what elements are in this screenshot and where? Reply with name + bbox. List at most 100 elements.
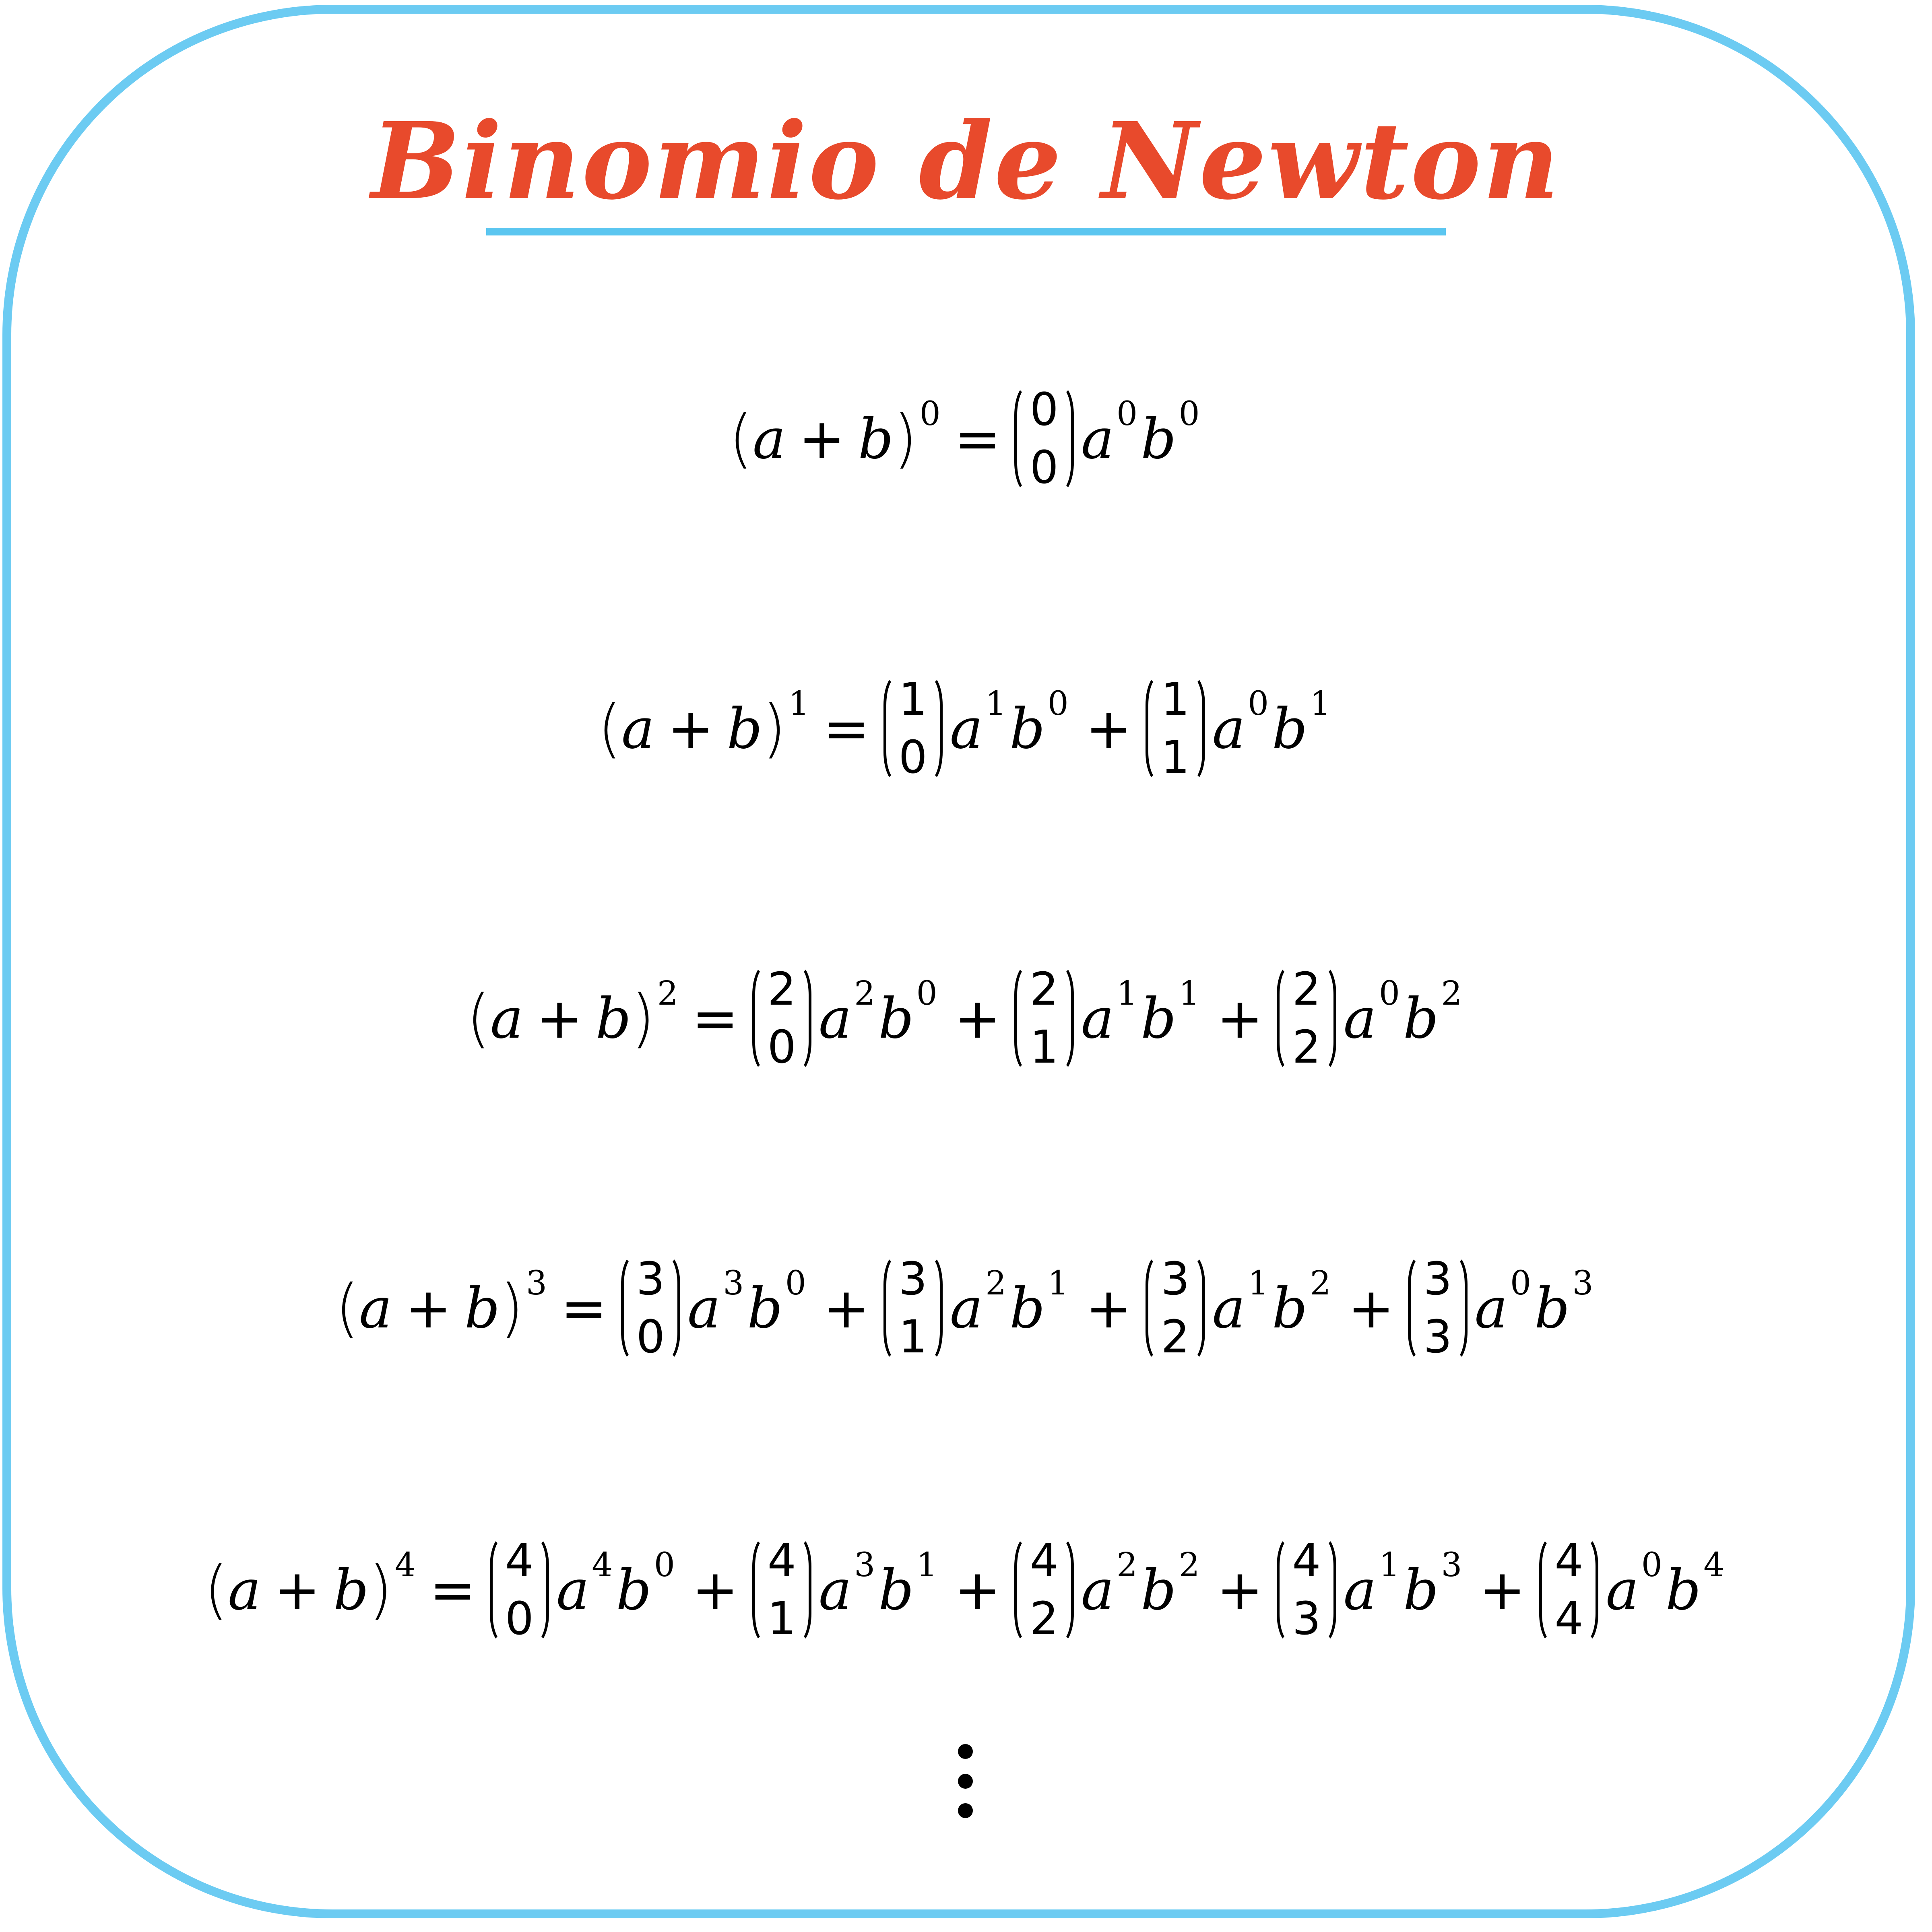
variable-b: b xyxy=(1403,1557,1439,1622)
b-exponent: 1 xyxy=(1047,1264,1069,1302)
equation-lhs: (a+b)2 xyxy=(466,974,678,1055)
binomial-n: 3 xyxy=(1423,1253,1452,1305)
title-underline xyxy=(486,228,1446,235)
variable-b: b xyxy=(1403,986,1439,1051)
close-paren: ) xyxy=(369,1553,392,1627)
variable-a: a xyxy=(1212,1276,1245,1341)
binomial-left-paren xyxy=(1277,1536,1290,1644)
binomial-left-paren xyxy=(883,674,897,783)
equals-sign: = xyxy=(429,1557,476,1622)
variable-a: a xyxy=(1212,696,1245,761)
equals-sign: = xyxy=(954,406,1001,471)
a-exponent: 1 xyxy=(1379,1546,1400,1584)
plus-sign: + xyxy=(799,406,845,471)
variable-b: b xyxy=(464,1276,500,1341)
b-exponent: 2 xyxy=(1179,1546,1200,1584)
vertical-ellipsis-icon xyxy=(958,1744,973,1818)
b-exponent: 0 xyxy=(654,1546,675,1584)
equation-lhs: (a+b)0 xyxy=(729,395,941,476)
power-exponent: 3 xyxy=(526,1264,547,1302)
binomial-k: 0 xyxy=(505,1593,534,1645)
binomial-n: 3 xyxy=(898,1253,927,1305)
binomial-right-paren xyxy=(1060,964,1074,1073)
plus-sign: + xyxy=(667,696,714,761)
variable-a: a xyxy=(490,986,524,1051)
binomial-left-paren xyxy=(883,1254,897,1362)
binomial-n: 4 xyxy=(1030,1535,1059,1587)
equation-lhs: (a+b)3 xyxy=(336,1264,547,1341)
binomial-left-paren xyxy=(1146,674,1159,783)
binomial-left-paren xyxy=(752,964,766,1073)
binomial-n: 0 xyxy=(1030,384,1059,436)
binomial-left-paren xyxy=(1014,384,1028,493)
a-exponent: 1 xyxy=(985,684,1007,723)
plus-sign: + xyxy=(274,1557,321,1622)
binomial-left-paren xyxy=(752,1536,766,1644)
rounded-frame xyxy=(2,5,1915,1918)
binomial-right-paren xyxy=(667,1254,680,1362)
variable-b: b xyxy=(1665,1557,1701,1622)
plus-sign: + xyxy=(1085,696,1132,761)
binomial-right-paren xyxy=(1060,1536,1074,1644)
a-exponent: 2 xyxy=(1117,1546,1138,1584)
binomial-n: 2 xyxy=(1292,963,1321,1016)
equation-lhs: (a+b)1 xyxy=(598,685,809,761)
binomial-k: 0 xyxy=(767,1021,796,1073)
binomial-right-paren xyxy=(1191,674,1205,783)
variable-b: b xyxy=(595,986,632,1051)
equals-sign: = xyxy=(561,1276,607,1341)
binomial-left-paren xyxy=(1408,1254,1422,1362)
b-exponent: 0 xyxy=(916,974,937,1013)
plus-sign: + xyxy=(1348,1276,1395,1341)
b-exponent: 3 xyxy=(1572,1264,1593,1302)
variable-a: a xyxy=(621,696,655,761)
variable-a: a xyxy=(228,1557,261,1622)
binomial-n: 4 xyxy=(505,1535,534,1587)
plus-sign: + xyxy=(691,1557,739,1622)
binomial-left-paren xyxy=(1014,964,1028,1073)
plus-sign: + xyxy=(1479,1557,1526,1622)
b-exponent: 2 xyxy=(1441,974,1462,1013)
plus-sign: + xyxy=(405,1276,452,1341)
b-exponent: 4 xyxy=(1703,1546,1725,1584)
a-exponent: 4 xyxy=(592,1546,613,1584)
b-exponent: 0 xyxy=(1047,684,1069,723)
variable-a: a xyxy=(949,696,983,761)
variable-a: a xyxy=(1343,986,1377,1051)
binomial-k: 3 xyxy=(1423,1311,1452,1363)
binomial-k: 1 xyxy=(1030,1021,1059,1073)
page-title: Binomio de Newton xyxy=(371,99,1561,223)
equals-sign: = xyxy=(691,986,739,1051)
equation-lhs: (a+b)4 xyxy=(204,1546,416,1627)
close-paren: ) xyxy=(631,981,655,1055)
open-paren: ( xyxy=(729,402,753,476)
